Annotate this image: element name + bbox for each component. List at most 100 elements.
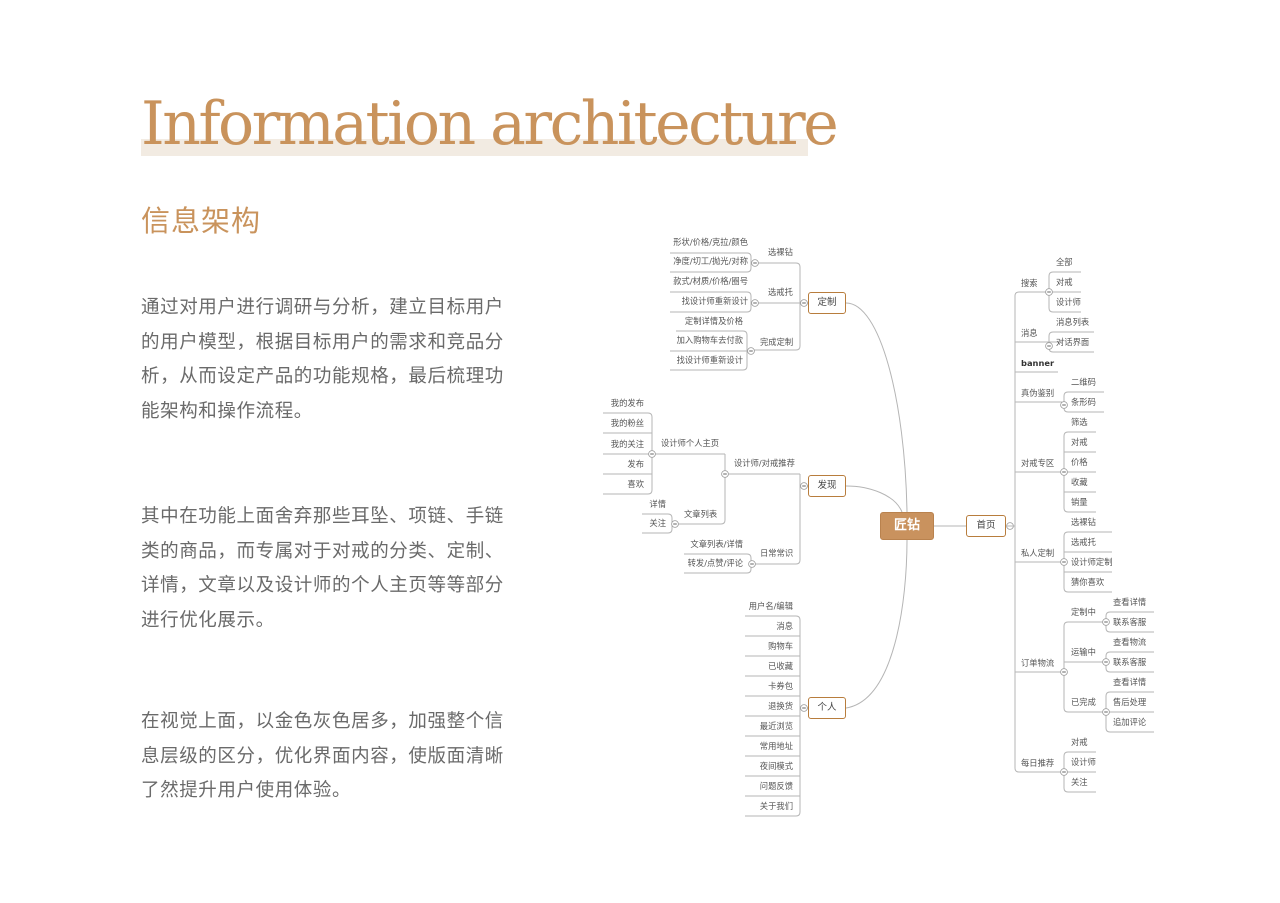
branch-node-discover[interactable]: 发现 — [808, 475, 846, 497]
page-subtitle: 信息架构 — [141, 204, 262, 238]
collapse-toggle-icon[interactable] — [747, 347, 755, 355]
leaf-topic: 我的粉丝 — [610, 418, 644, 428]
leaf-topic: 关注 — [649, 518, 666, 528]
topic-order-stage: 定制中 — [1071, 607, 1096, 617]
leaf-topic: 加入购物车去付款 — [676, 335, 743, 345]
leaf-topic: 价格 — [1071, 457, 1088, 467]
leaf-topic: 消息 — [776, 621, 793, 631]
leaf-underline — [1048, 307, 1081, 313]
leaf-topic: 关注 — [1071, 777, 1088, 787]
collapse-toggle-icon[interactable] — [1102, 618, 1110, 626]
leaf-topic: 设计师 — [1071, 757, 1096, 767]
leaf-topic: 查看物流 — [1113, 637, 1147, 647]
leaf-topic: 查看详情 — [1113, 677, 1147, 687]
collapse-toggle-icon[interactable] — [1060, 468, 1068, 476]
topic-underline — [1014, 291, 1062, 297]
leaf-underline — [603, 489, 653, 495]
leaf-underline — [1063, 751, 1096, 757]
topic-order-stage: 已完成 — [1071, 697, 1096, 707]
leaf-topic: 定制详情及价格 — [684, 316, 743, 326]
collapse-toggle-icon[interactable] — [751, 259, 759, 267]
leaf-topic: 用户名/编辑 — [748, 601, 793, 611]
page-title: Information architecture — [141, 89, 839, 159]
leaf-topic: 联系客服 — [1113, 617, 1147, 627]
leaf-underline — [1063, 391, 1104, 397]
leaf-underline — [1048, 271, 1081, 277]
topic-underline — [1063, 621, 1106, 627]
leaf-topic: 夜间模式 — [759, 761, 793, 771]
title-highlight-bar — [141, 139, 808, 156]
leaf-underline — [1063, 587, 1112, 593]
leaf-topic: 喜欢 — [627, 479, 644, 489]
collapse-toggle-icon[interactable] — [1060, 668, 1068, 676]
leaf-topic: 对戒 — [1071, 737, 1088, 747]
topic-0: 搜索 — [1021, 278, 1038, 288]
leaf-underline — [1063, 787, 1096, 793]
topic-3: 真伪鉴别 — [1021, 388, 1055, 398]
collapse-toggle-icon[interactable] — [748, 560, 756, 568]
leaf-topic: 选戒托 — [1071, 537, 1096, 547]
collapse-toggle-icon[interactable] — [1060, 558, 1068, 566]
leaf-underline — [642, 528, 673, 534]
topic-complete-custom: 完成定制 — [760, 337, 794, 347]
collapse-toggle-icon[interactable] — [800, 299, 808, 307]
branch-curve — [845, 539, 908, 709]
leaf-topic: 已收藏 — [768, 661, 793, 671]
collapse-toggle-icon[interactable] — [648, 450, 656, 458]
leaf-underline — [1105, 651, 1154, 657]
topic-designer-recommend: 设计师/对戒推荐 — [734, 458, 795, 468]
collapse-toggle-icon[interactable] — [1102, 658, 1110, 666]
collapse-toggle-icon[interactable] — [1045, 342, 1053, 350]
collapse-toggle-icon[interactable] — [721, 470, 729, 478]
leaf-topic: 消息列表 — [1056, 317, 1090, 327]
topic-underline — [752, 559, 801, 565]
branch-curve — [845, 302, 908, 513]
collapse-toggle-icon[interactable] — [751, 299, 759, 307]
description-paragraph-2: 其中在功能上面舍弃那些耳坠、项链、手链类的商品，而专属对于对戒的分类、定制、详情… — [141, 506, 504, 631]
leaf-topic: 最近浏览 — [759, 721, 793, 731]
topic-underline — [1063, 707, 1106, 713]
leaf-topic: 设计师定制 — [1071, 557, 1113, 567]
leaf-underline — [670, 267, 752, 273]
collapse-toggle-icon[interactable] — [800, 704, 808, 712]
leaf-topic: 销量 — [1071, 497, 1088, 507]
collapse-toggle-icon[interactable] — [1102, 708, 1110, 716]
leaf-topic: 购物车 — [768, 641, 793, 651]
leaf-topic: 退换货 — [768, 701, 793, 711]
topic-1: 消息 — [1021, 328, 1038, 338]
leaf-topic: 全部 — [1056, 257, 1073, 267]
topic-underline — [752, 262, 801, 268]
topic-underline — [1014, 767, 1062, 773]
description-paragraph-3: 在视觉上面，以金色灰色居多，加强整个信息层级的区分，优化界面内容，使版面清晰了然… — [141, 711, 504, 801]
topic-2: banner — [1021, 358, 1055, 368]
collapse-toggle-icon[interactable] — [800, 482, 808, 490]
leaf-topic: 筛选 — [1071, 417, 1088, 427]
collapse-toggle-icon[interactable] — [1045, 288, 1053, 296]
leaf-underline — [1063, 407, 1104, 413]
leaf-topic: 款式/材质/价格/圈号 — [673, 276, 748, 286]
leaf-underline — [745, 811, 801, 817]
branch-node-custom[interactable]: 定制 — [808, 292, 846, 314]
branch-node-personal[interactable]: 个人 — [808, 697, 846, 719]
topic-article-list: 文章列表 — [684, 509, 718, 519]
leaf-topic: 净度/切工/抛光/对称 — [673, 256, 748, 266]
leaf-topic: 找设计师重新设计 — [676, 355, 743, 365]
collapse-toggle-icon[interactable] — [671, 520, 679, 528]
topic-5: 私人定制 — [1021, 548, 1055, 558]
leaf-topic: 我的发布 — [610, 398, 644, 408]
leaf-topic: 对戒 — [1071, 437, 1088, 447]
collapse-toggle-icon[interactable] — [1060, 768, 1068, 776]
leaf-topic: 转发/点赞/评论 — [687, 558, 743, 568]
topic-daily-knowledge: 日常常识 — [760, 548, 794, 558]
leaf-topic: 联系客服 — [1113, 657, 1147, 667]
collapse-toggle-icon[interactable] — [1060, 401, 1068, 409]
leaf-underline — [1105, 691, 1154, 697]
description-paragraph-1: 通过对用户进行调研与分析，建立目标用户的用户模型，根据目标用户的需求和竞品分析，… — [141, 297, 504, 422]
leaf-underline — [603, 412, 653, 418]
leaf-topic: 详情 — [649, 499, 666, 509]
leaf-topic: 对话界面 — [1056, 337, 1090, 347]
leaf-topic: 找设计师重新设计 — [681, 296, 748, 306]
root-node[interactable]: 匠钻 — [880, 512, 934, 540]
branch-node-home[interactable]: 首页 — [966, 515, 1006, 537]
leaf-topic: 条形码 — [1071, 397, 1096, 407]
